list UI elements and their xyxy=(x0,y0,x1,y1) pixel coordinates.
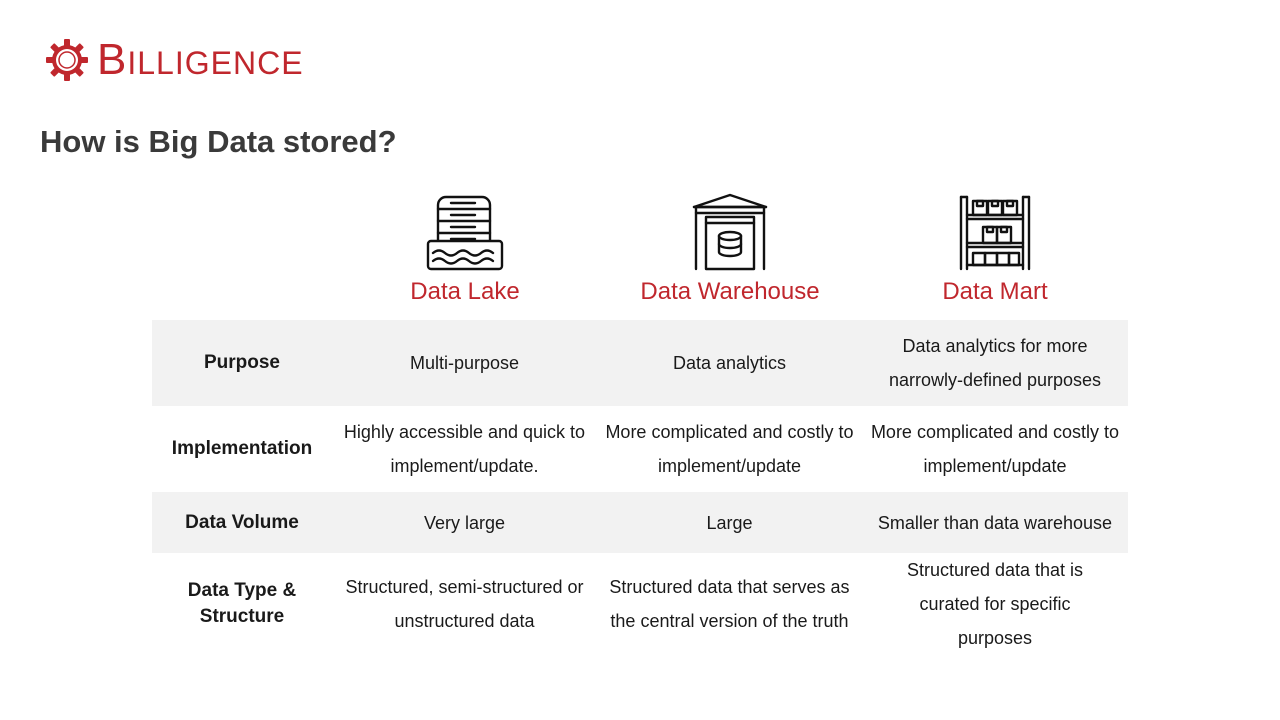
row-header-purpose: Purpose xyxy=(152,320,332,406)
table-cell: Large xyxy=(597,492,862,553)
column-header-data-mart: Data Mart xyxy=(862,190,1128,306)
table-row: Implementation Highly accessible and qui… xyxy=(152,406,1128,492)
table-cell: Smaller than data warehouse xyxy=(862,492,1128,553)
table-cell: Data analytics for more narrowly-defined… xyxy=(862,320,1128,406)
table-cell: Multi-purpose xyxy=(332,320,597,406)
table-cell: Very large xyxy=(332,492,597,553)
brand-rest: ILLIGENCE xyxy=(127,45,304,81)
column-headers: Data Lake Data Warehouse xyxy=(0,190,1280,315)
page-title: How is Big Data stored? xyxy=(40,124,397,159)
column-header-data-warehouse: Data Warehouse xyxy=(597,190,863,306)
row-header-data-volume: Data Volume xyxy=(152,492,332,553)
row-header-data-type-structure: Data Type & Structure xyxy=(187,580,297,627)
table-cell: Structured data that serves as the centr… xyxy=(609,577,850,631)
table-row: Data Type & Structure Structured, semi-s… xyxy=(152,553,1128,655)
gear-icon xyxy=(46,39,88,81)
shelves-boxes-icon xyxy=(959,195,1031,271)
brand-logo: BILLIGENCE xyxy=(45,38,304,82)
table-cell: Highly accessible and quick to implement… xyxy=(343,422,586,476)
brand-name: BILLIGENCE xyxy=(97,38,304,82)
column-header-data-lake: Data Lake xyxy=(332,190,598,306)
table-cell: Data analytics xyxy=(597,320,862,406)
table-cell: More complicated and costly to implement… xyxy=(605,422,854,476)
table-cell: More complicated and costly to implement… xyxy=(870,422,1120,476)
table-cell: Structured, semi-structured or unstructu… xyxy=(345,577,584,631)
table-row: Data Volume Very large Large Smaller tha… xyxy=(152,492,1128,553)
database-lake-icon xyxy=(426,195,504,271)
column-label-data-mart: Data Mart xyxy=(942,278,1048,305)
column-label-data-warehouse: Data Warehouse xyxy=(640,278,820,305)
table-cell: Structured data that is curated for spec… xyxy=(906,560,1084,648)
warehouse-icon xyxy=(692,193,768,271)
comparison-table: Purpose Multi-purpose Data analytics Dat… xyxy=(152,320,1128,655)
row-header-implementation: Implementation xyxy=(171,438,313,459)
brand-first-letter: B xyxy=(97,35,128,84)
table-row: Purpose Multi-purpose Data analytics Dat… xyxy=(152,320,1128,406)
column-label-data-lake: Data Lake xyxy=(410,278,520,305)
